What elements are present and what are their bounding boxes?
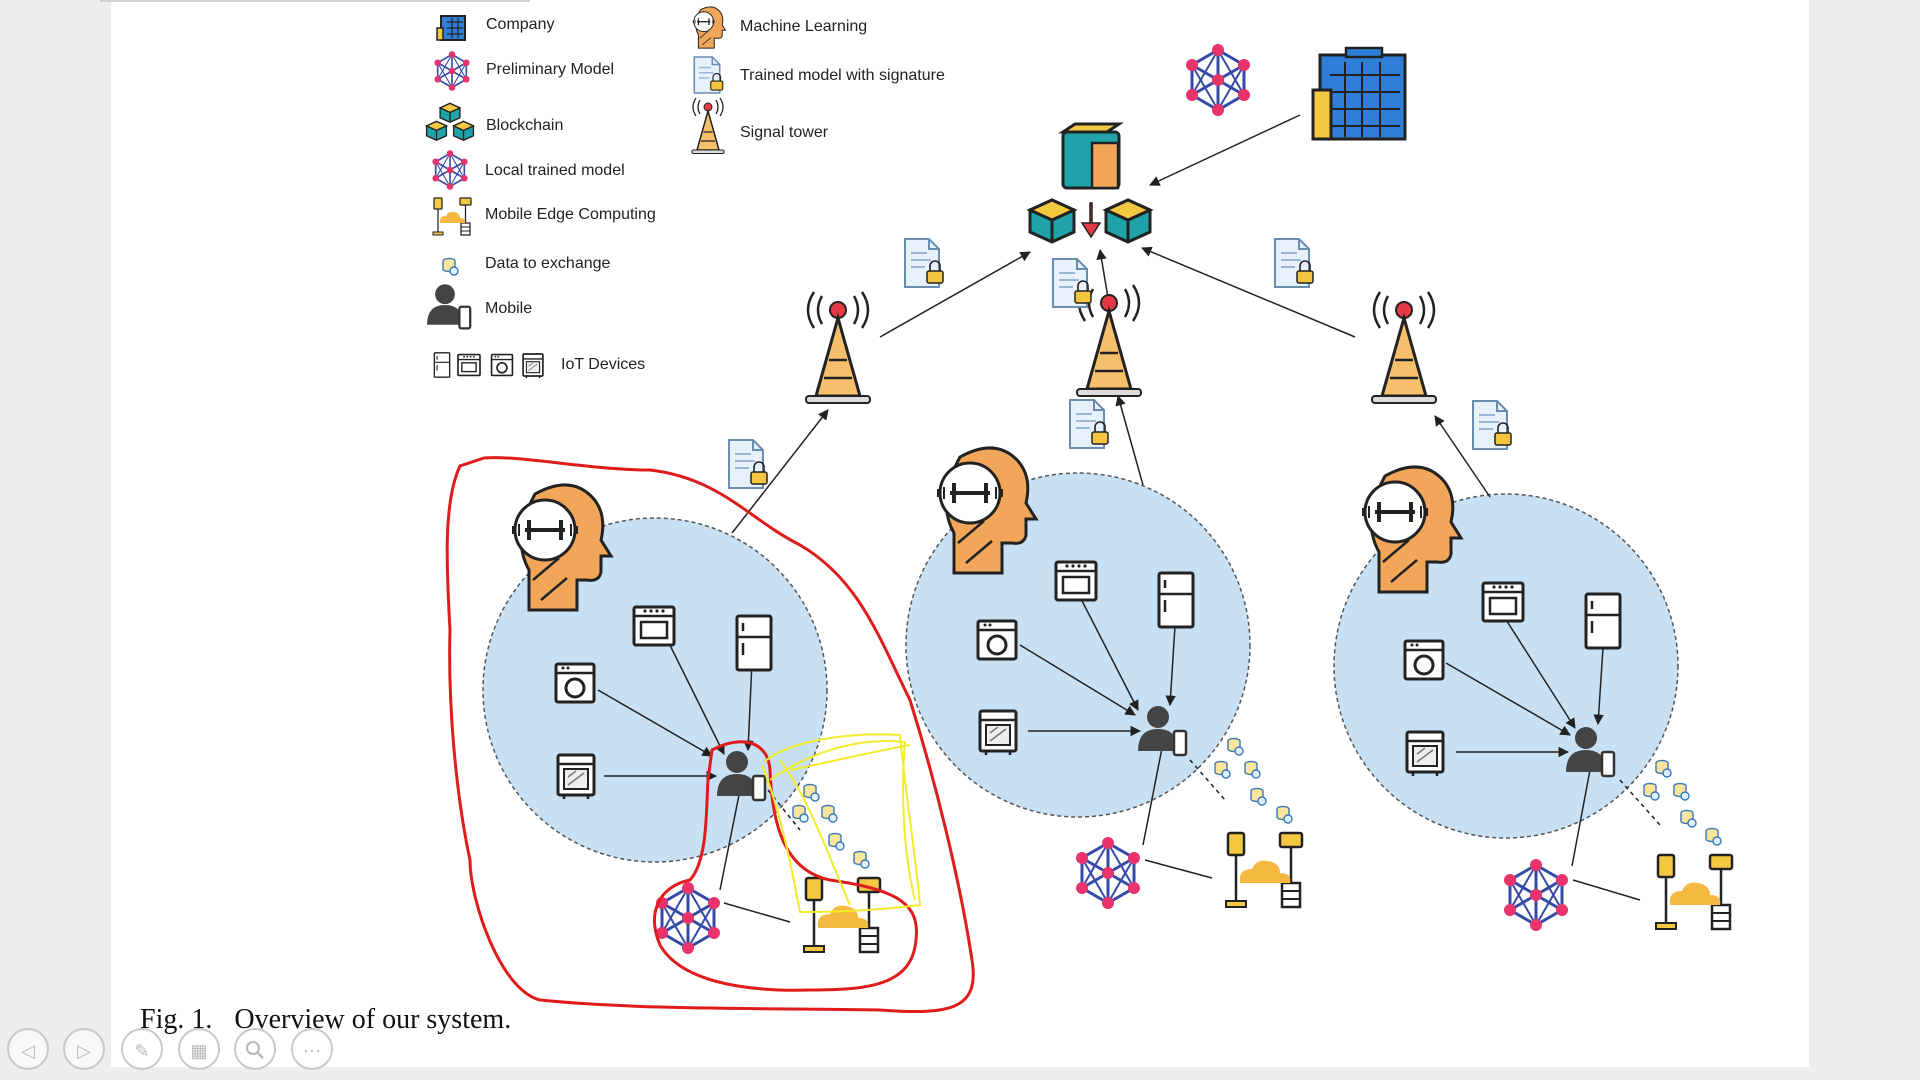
mobile-edge-computing-icon — [1654, 853, 1734, 931]
next-slide-button[interactable]: ▷ — [63, 1028, 105, 1070]
red-annotation-inner — [653, 740, 918, 992]
fridge-icon — [735, 614, 773, 672]
oven-icon — [632, 605, 676, 647]
magnifier-icon — [246, 1041, 264, 1059]
legend-blockchain-icon — [425, 102, 475, 141]
legend-mec-icon — [432, 197, 472, 236]
signal-tower-1-icon — [804, 290, 872, 405]
washer-icon — [1403, 639, 1445, 681]
slides-icon: ▦ — [190, 1041, 208, 1061]
legend-blockchain-label: Blockchain — [486, 117, 564, 134]
legend-tower-label: Signal tower — [740, 124, 829, 141]
legend-mec-label: Mobile Edge Computing — [485, 206, 656, 223]
chevron-right-icon: ▷ — [77, 1041, 91, 1061]
signed-model-doc-icon — [1472, 400, 1512, 450]
mobile-edge-computing-icon — [802, 876, 882, 954]
fridge-icon — [1584, 592, 1622, 650]
legend-data-icon — [442, 257, 459, 276]
legend-iot-icons — [433, 352, 544, 380]
red-annotation-outline — [445, 456, 975, 1013]
previous-slide-button[interactable]: ◁ — [7, 1028, 49, 1070]
oven-icon — [1054, 560, 1098, 602]
pen-tool-button[interactable]: ✎ — [121, 1028, 163, 1070]
signed-model-doc-icon — [904, 238, 944, 288]
legend-mobile-label: Mobile — [485, 300, 533, 317]
local-trained-model-icon — [1502, 857, 1570, 933]
legend-data-label: Data to exchange — [485, 255, 611, 272]
legend-ml-icon — [692, 6, 727, 49]
company-building-icon — [1311, 46, 1407, 141]
mobile-edge-computing-icon — [1224, 831, 1304, 909]
signed-model-doc-icon — [1069, 399, 1109, 449]
yellow-annotation-scribble — [761, 733, 922, 914]
slide-overview-button[interactable]: ▦ — [178, 1028, 220, 1070]
legend-signed-doc-icon — [693, 56, 724, 94]
local-trained-model-icon — [1074, 835, 1142, 911]
washer-icon — [976, 619, 1018, 661]
fridge-icon — [1157, 571, 1195, 629]
legend-company-icon — [436, 15, 466, 41]
dishwasher-icon — [556, 753, 596, 801]
legend-signed-doc-label: Trained model with signature — [740, 67, 945, 84]
legend-ml-label: Machine Learning — [740, 18, 868, 35]
legend-preliminary-model-label: Preliminary Model — [486, 61, 615, 78]
signed-model-doc-icon — [728, 439, 768, 489]
more-icon: ⋯ — [303, 1041, 321, 1061]
preliminary-model-icon — [1184, 42, 1252, 118]
zoom-button[interactable] — [234, 1028, 276, 1070]
legend-local-model-icon — [431, 149, 469, 191]
chevron-left-icon: ◁ — [21, 1041, 35, 1061]
legend-mobile-icon — [425, 283, 472, 330]
more-options-button[interactable]: ⋯ — [291, 1028, 333, 1070]
oven-icon — [1481, 581, 1525, 623]
legend-local-model-label: Local trained model — [485, 162, 625, 179]
legend-company-label: Company — [486, 16, 555, 33]
pen-icon: ✎ — [134, 1041, 150, 1061]
blockchain-icon — [1028, 122, 1152, 244]
dishwasher-icon — [1405, 730, 1445, 778]
signed-model-doc-icon — [1052, 258, 1092, 308]
legend-tower-icon — [691, 97, 725, 155]
caption-text: Overview of our system. — [234, 1004, 512, 1035]
slide-top-edge — [100, 0, 530, 2]
legend-iot-label: IoT Devices — [561, 356, 646, 373]
washer-icon — [554, 662, 596, 704]
dishwasher-icon — [978, 709, 1018, 757]
signal-tower-3-icon — [1370, 290, 1438, 405]
signed-model-doc-icon — [1274, 238, 1314, 288]
legend-preliminary-model-icon — [433, 50, 471, 92]
